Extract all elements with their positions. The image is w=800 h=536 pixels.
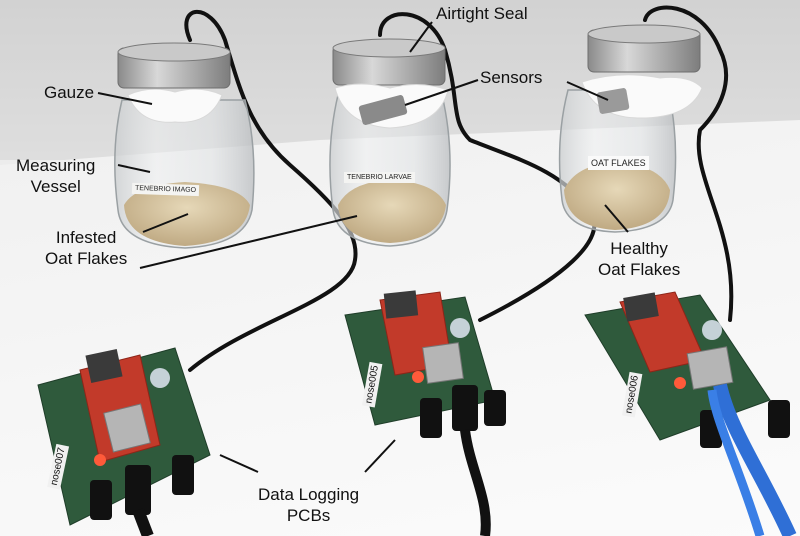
label-data-logging-pcbs: Data Logging PCBs: [258, 484, 359, 526]
label-infested-line1: Infested: [55, 228, 117, 247]
jar-middle: [329, 38, 451, 247]
jar-right: [558, 24, 703, 233]
label-healthy-line1: Healthy: [610, 239, 668, 258]
sensor-probe-middle: [358, 95, 408, 125]
sensor-cables-back: [184, 5, 734, 372]
pcb-left: [37, 347, 211, 536]
label-healthy-line2: Oat Flakes: [598, 260, 681, 279]
label-infested-oat-flakes: Infested Oat Flakes: [45, 227, 127, 269]
ethernet-cable-blue: [713, 383, 797, 536]
label-airtight-seal: Airtight Seal: [436, 4, 528, 23]
label-gauze: Gauze: [44, 83, 95, 102]
pcb-middle: [344, 290, 506, 536]
cable-right-jar: [643, 5, 734, 322]
label-pcbs-line2: PCBs: [286, 506, 331, 525]
jar-label-middle: TENEBRIO LARVAE: [344, 172, 415, 183]
jar-label-right: OAT FLAKES: [588, 156, 649, 170]
pcb-right: [584, 291, 797, 536]
label-healthy-oat-flakes: Healthy Oat Flakes: [598, 238, 680, 280]
jar-left: [114, 42, 255, 249]
label-measuring-vessel-line2: Vessel: [30, 177, 81, 196]
label-infested-line2: Oat Flakes: [45, 249, 128, 268]
cable-middle-jar: [378, 12, 597, 322]
sensor-probe-right: [596, 88, 630, 114]
label-pcbs-line1: Data Logging: [258, 485, 360, 504]
gauze-left: [127, 88, 223, 123]
label-measuring-vessel-line1: Measuring: [16, 156, 96, 175]
jar-label-left: TENEBRIO IMAGO: [131, 182, 200, 197]
annotation-pointers: [97, 21, 629, 473]
label-sensors: Sensors: [480, 68, 543, 87]
cable-left-jar: [184, 9, 358, 372]
label-measuring-vessel: Measuring Vessel: [16, 155, 95, 197]
